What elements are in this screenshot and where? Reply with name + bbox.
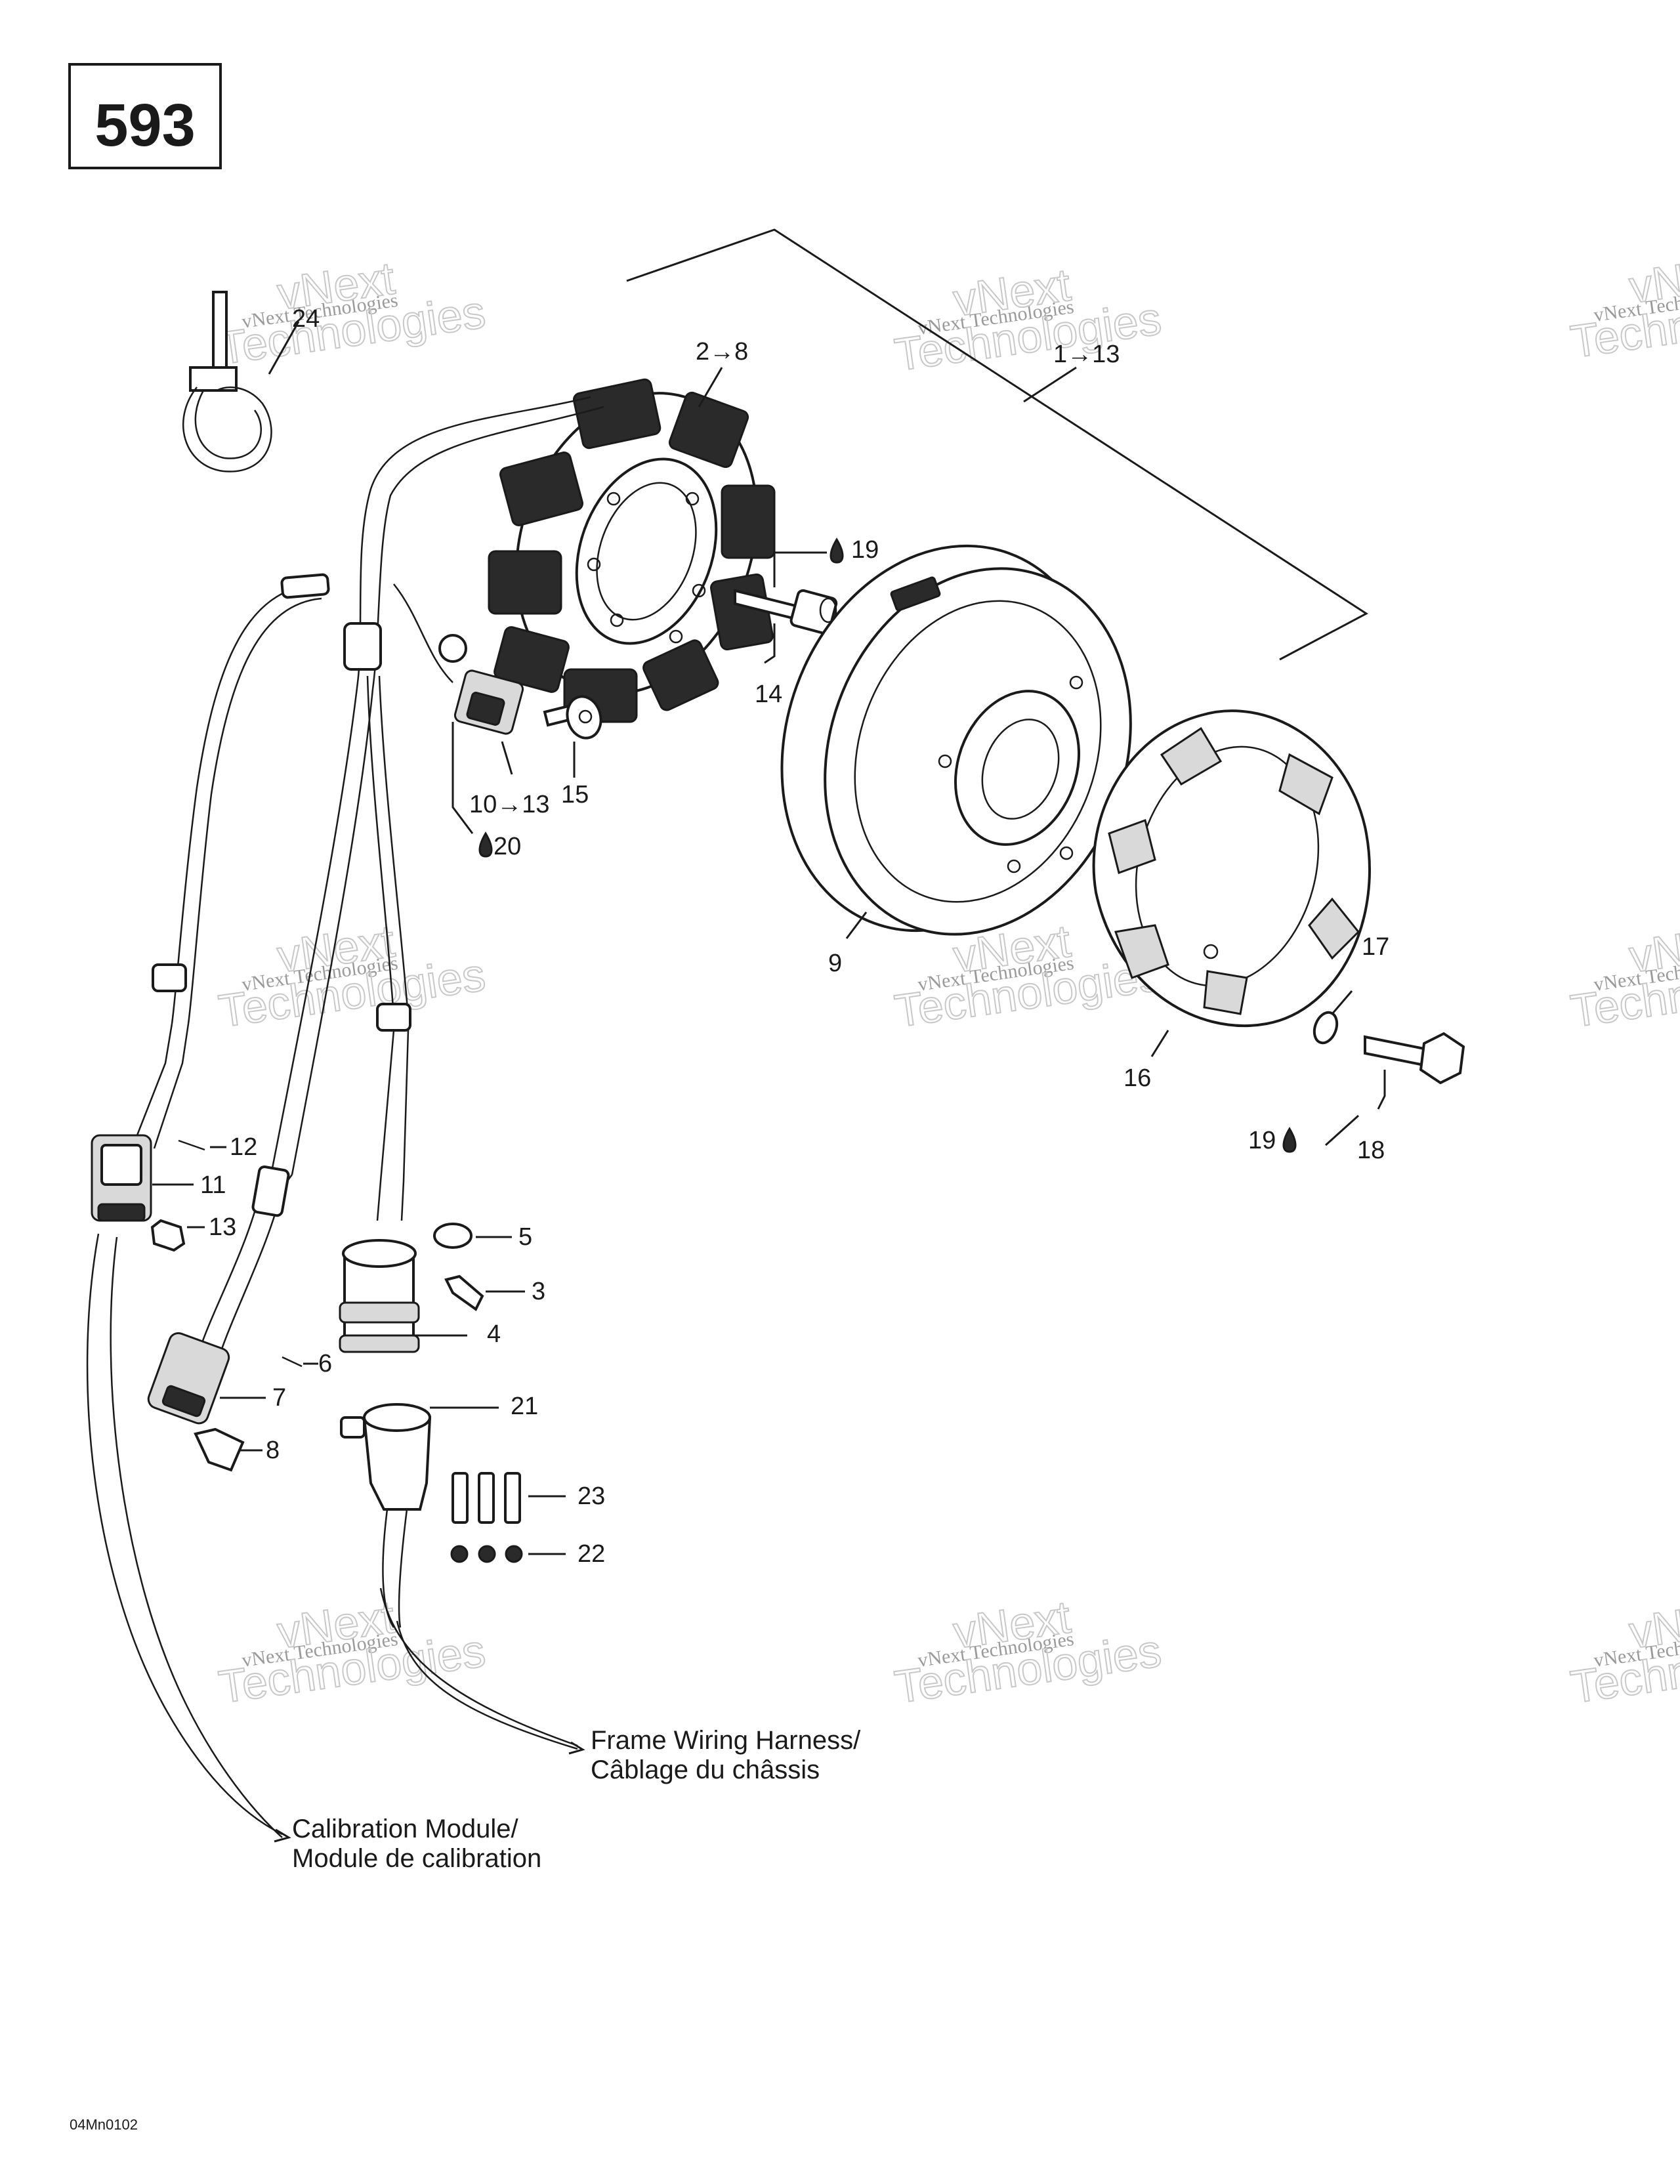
page-number: 593 (94, 92, 196, 159)
terminals-23 (452, 1472, 521, 1524)
label-1-13: 1→13 (1053, 341, 1120, 368)
label-23: 23 (578, 1482, 605, 1510)
stator (488, 378, 776, 723)
note-frame-harness-fr: Câblage du châssis (591, 1755, 820, 1784)
label-19a: 19 (851, 536, 879, 564)
label-9: 9 (828, 950, 842, 977)
drop-icon (830, 537, 844, 564)
svg-text:vNext: vNext (1626, 1591, 1680, 1658)
trigger-coil (438, 634, 524, 735)
svg-text:vNext: vNext (1626, 246, 1680, 313)
label-7: 7 (272, 1384, 286, 1412)
screw-15 (543, 695, 602, 740)
label-3: 3 (532, 1278, 545, 1305)
pin-12 (178, 1139, 205, 1151)
drop-icon (1282, 1127, 1297, 1153)
bolt-18 (1364, 1032, 1465, 1085)
label-22: 22 (578, 1540, 605, 1568)
label-24: 24 (292, 305, 320, 333)
assembly-bracket (626, 228, 1368, 661)
note-calibration-en: Calibration Module/ (292, 1815, 519, 1843)
seal-5 (433, 1223, 472, 1249)
label-21: 21 (511, 1393, 538, 1420)
label-19b: 19 (1248, 1127, 1276, 1154)
label-15: 15 (561, 781, 589, 808)
label-6: 6 (318, 1350, 332, 1377)
flywheel (780, 544, 1132, 936)
label-20: 20 (494, 833, 521, 860)
label-8: 8 (266, 1437, 280, 1464)
washer-17 (1312, 1011, 1339, 1045)
label-2-8: 2→8 (696, 338, 748, 366)
figure-code: 04Mn0102 (70, 2116, 138, 2133)
connector-11 (91, 1134, 152, 1222)
seals-22 (450, 1545, 523, 1563)
terminal-3 (444, 1274, 484, 1311)
note-frame-harness-en: Frame Wiring Harness/ (591, 1726, 861, 1755)
label-16: 16 (1124, 1064, 1151, 1092)
wiring-harness (133, 396, 604, 1366)
connector-housing-21 (340, 1403, 432, 1511)
label-12: 12 (230, 1133, 257, 1161)
drop-icon (478, 831, 493, 858)
note-calibration-fr: Module de calibration (292, 1844, 541, 1873)
clip-8 (194, 1427, 245, 1472)
page-number-box (68, 63, 222, 169)
cable-tie (182, 291, 272, 472)
connector-housing-4 (339, 1239, 420, 1353)
label-11: 11 (200, 1171, 226, 1199)
label-5: 5 (518, 1223, 532, 1251)
label-4: 4 (487, 1320, 501, 1348)
bolt-14 (734, 589, 838, 635)
label-10-13: 10→13 (469, 791, 550, 818)
label-17: 17 (1362, 933, 1389, 961)
pin-6 (282, 1356, 303, 1368)
ring-gear (1092, 709, 1371, 1028)
svg-text:vNext: vNext (1626, 915, 1680, 982)
label-18: 18 (1357, 1137, 1385, 1164)
connector-7 (147, 1332, 230, 1425)
label-13: 13 (209, 1213, 236, 1241)
clip-13 (150, 1219, 186, 1252)
label-14: 14 (755, 681, 782, 708)
